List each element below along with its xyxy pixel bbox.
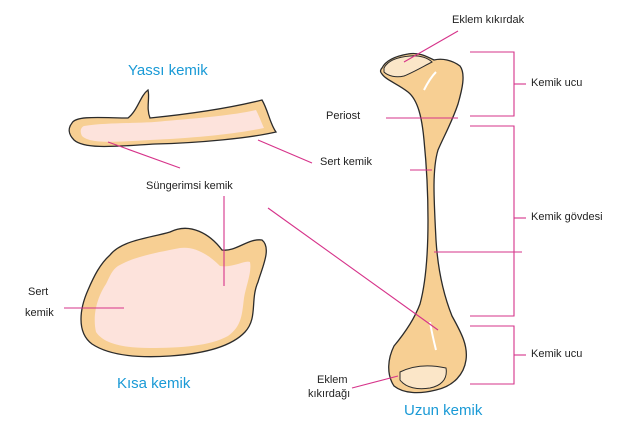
leader-compact-flat bbox=[258, 140, 312, 163]
label-periosteum: Periost bbox=[326, 110, 360, 123]
label-compact-short-line2: kemik bbox=[25, 307, 54, 320]
title-flat-bone: Yassı kemik bbox=[128, 62, 208, 79]
label-spongy-bone: Süngerimsi kemik bbox=[146, 180, 233, 193]
label-compact-short-line1: Sert bbox=[28, 286, 48, 299]
label-articular-cartilage-bottom-line2: kıkırdağı bbox=[308, 388, 350, 401]
label-articular-cartilage-top: Eklem kıkırdak bbox=[452, 14, 524, 27]
label-bone-shaft: Kemik gövdesi bbox=[531, 211, 603, 224]
short-bone bbox=[81, 228, 266, 356]
leader-spongy-flat bbox=[108, 142, 180, 168]
title-short-bone: Kısa kemik bbox=[117, 375, 190, 392]
label-compact-bone: Sert kemik bbox=[320, 156, 372, 169]
label-bone-end-top: Kemik ucu bbox=[531, 77, 582, 90]
leader-spongy-long bbox=[268, 208, 438, 330]
leader-articular-cartilage-top bbox=[404, 31, 458, 62]
bracket-bone-end-bottom bbox=[470, 326, 526, 384]
flat-bone bbox=[69, 90, 276, 147]
title-long-bone: Uzun kemik bbox=[404, 402, 482, 419]
bracket-bone-end-top bbox=[470, 52, 526, 116]
long-bone-outline bbox=[381, 53, 467, 392]
label-articular-cartilage-bottom-line1: Eklem bbox=[317, 374, 348, 387]
bracket-bone-shaft bbox=[470, 126, 526, 316]
long-bone bbox=[381, 53, 467, 392]
label-bone-end-bottom: Kemik ucu bbox=[531, 348, 582, 361]
